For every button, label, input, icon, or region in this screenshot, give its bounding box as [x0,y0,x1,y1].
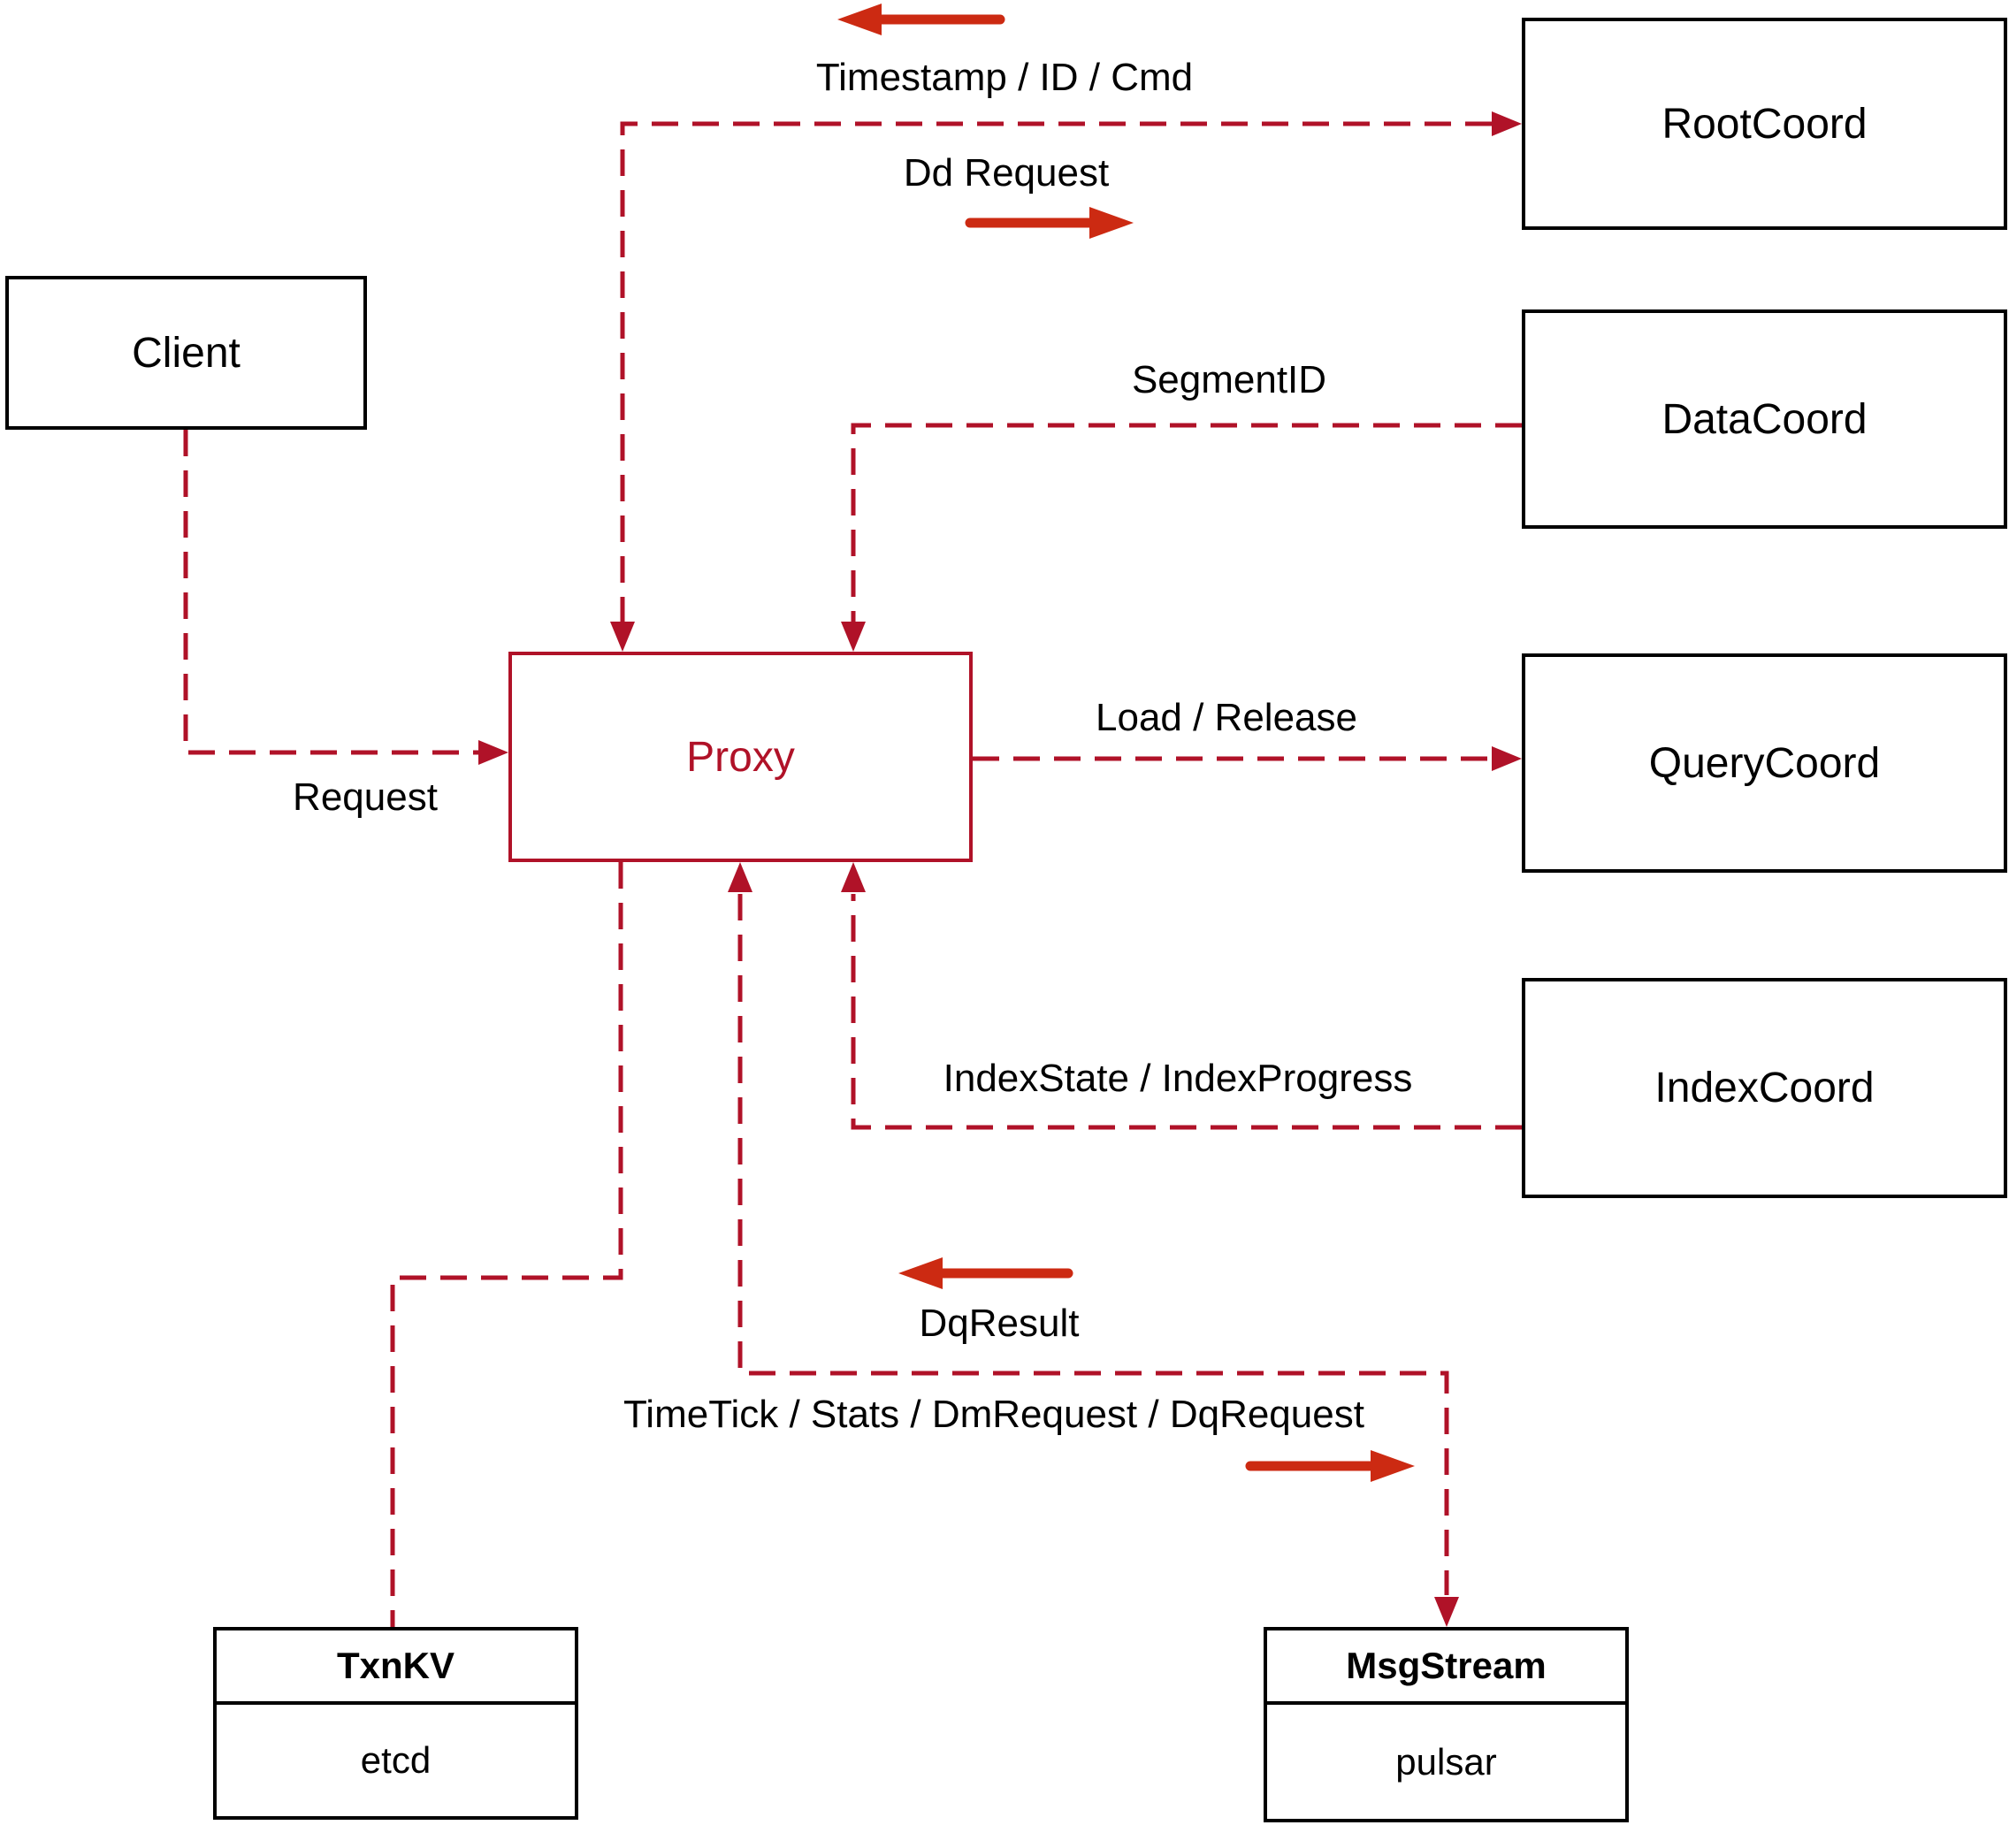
msgstream-impl: pulsar [1395,1740,1497,1783]
arrowhead-into-querycoord-icon [1492,746,1522,771]
txnkv-title: TxnKV [217,1630,575,1705]
flow-arrow-dqresult-left [898,1257,1073,1289]
edge-label-timetick-stats-dmrequest-dqrequest: TimeTick / Stats / DmRequest / DqRequest [623,1393,1364,1436]
edge-proxy-msgstream [728,862,1459,1627]
msgstream-title: MsgStream [1267,1630,1625,1705]
right-arrow-icon [1371,1450,1415,1482]
rootcoord-label: RootCoord [1661,100,1868,148]
indexcoord-label: IndexCoord [1654,1065,1875,1111]
edge-proxy-txnkv-path [390,862,623,1627]
proxy-box: Proxy [508,652,973,862]
edge-indexcoord-proxy-path [851,894,1522,1130]
left-arrow-icon [837,4,882,35]
arrowhead-into-rootcoord-icon [1492,111,1522,136]
edge-proxy-msgstream-path [737,894,1449,1595]
flow-arrow-timestamp-left [837,4,1005,35]
rootcoord-box: RootCoord [1522,18,2007,230]
datacoord-label: DataCoord [1661,395,1868,443]
edge-client-proxy-path [183,430,478,755]
flow-arrow-timetick-right [1245,1450,1415,1482]
flow-arrow-ddrequest-right [965,207,1134,239]
datacoord-box: DataCoord [1522,309,2007,529]
querycoord-box: QueryCoord [1522,653,2007,873]
edge-label-request: Request [293,775,438,819]
arrowhead-into-proxy-left-icon [478,740,508,765]
txnkv-impl: etcd [360,1739,432,1781]
arrowhead-into-msgstream-icon [1434,1597,1459,1627]
proxy-label: Proxy [686,733,795,781]
arrowhead-into-proxy-bottom-left-icon [728,862,752,892]
edge-proxy-rootcoord [610,111,1522,652]
edge-label-dqresult: DqResult [919,1302,1080,1345]
edge-label-load-release: Load / Release [1096,696,1357,739]
edge-label-segmentid: SegmentID [1131,358,1327,401]
edge-label-dd-request: Dd Request [903,151,1110,195]
right-arrow-icon [1089,207,1134,239]
edge-datacoord-proxy [841,423,1522,652]
edge-client-proxy [183,430,508,765]
edge-proxy-rootcoord-path [620,121,1492,622]
client-box: Client [5,276,367,430]
txnkv-box: TxnKV etcd [213,1627,578,1820]
edge-indexcoord-proxy [841,862,1522,1130]
querycoord-label: QueryCoord [1648,739,1881,787]
edge-label-timestamp-id-cmd: Timestamp / ID / Cmd [815,56,1194,99]
edge-proxy-querycoord [973,746,1522,771]
left-arrow-icon [898,1257,943,1289]
edge-proxy-txnkv [390,862,623,1627]
arrowhead-into-proxy-bottom-right-icon [841,862,866,892]
indexcoord-box: IndexCoord [1522,978,2007,1198]
client-label: Client [132,329,241,377]
msgstream-box: MsgStream pulsar [1264,1627,1629,1822]
arrowhead-into-proxy-top-right-icon [841,622,866,652]
arrowhead-into-proxy-top-left-icon [610,622,635,652]
edge-datacoord-proxy-path [851,423,1522,622]
edge-label-indexstate-indexprogress: IndexState / IndexProgress [943,1057,1413,1100]
